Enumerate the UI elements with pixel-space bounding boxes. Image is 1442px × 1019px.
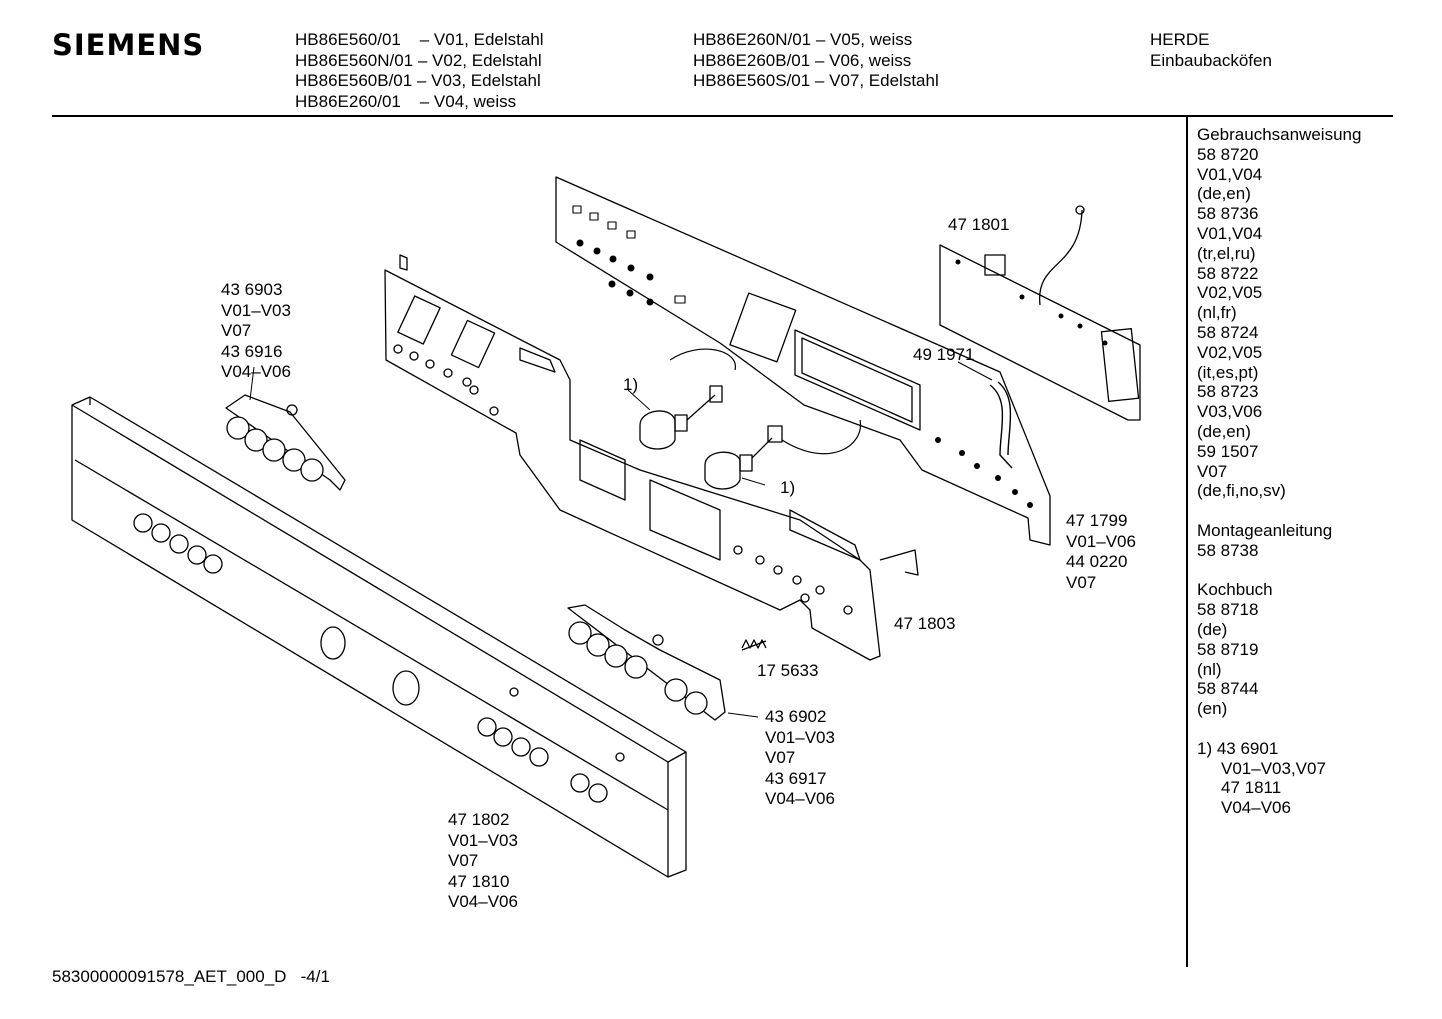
sidebar-divider [1186, 117, 1188, 967]
sidebar-line: V01,V04 [1197, 223, 1263, 243]
part-label-471803: 47 1803 [894, 614, 955, 635]
sidebar-line: Montageanleitung [1197, 520, 1333, 540]
document-footer: 58300000091578_AET_000_D -4/1 [52, 967, 330, 986]
model-list-left: HB86E560/01 – V01, Edelstahl HB86E560N/0… [295, 30, 544, 112]
part-line: V04–V06 [221, 362, 291, 381]
part-line: V04–V06 [448, 892, 518, 911]
part-line: 49 1971 [913, 345, 975, 364]
sidebar-line: V02,V05 [1197, 283, 1263, 303]
part-line: 47 1799 [1066, 511, 1128, 530]
category-line: Einbaubacköfen [1150, 50, 1272, 70]
sidebar-line: V02,V05 [1197, 342, 1263, 362]
part-label-471799: 47 1799 V01–V06 44 0220 V07 [1066, 511, 1136, 593]
part-line: V01–V03 [765, 727, 835, 747]
part-ref-1-upper: 1) [623, 375, 638, 396]
part-line: 43 6903 [221, 280, 283, 299]
part-line: 17 5633 [757, 661, 819, 680]
part-line: 47 1801 [948, 215, 1010, 234]
ribbon-cable [989, 381, 1013, 469]
sidebar-line: 58 8724 [1197, 322, 1259, 342]
part-line: V04–V06 [765, 789, 835, 808]
sidebar-line: 58 8720 [1197, 144, 1259, 164]
header-divider [52, 115, 1393, 117]
part-label-471801: 47 1801 [948, 215, 1009, 236]
knob-block-right [567, 604, 726, 721]
model-line: HB86E560B/01 – V03, Edelstahl [295, 71, 541, 90]
sidebar-line: (tr,el,ru) [1197, 243, 1256, 263]
sidebar-line: 58 8722 [1197, 263, 1259, 283]
documentation-sidebar: Gebrauchsanweisung 58 8720 V01,V04 (de,e… [1197, 125, 1361, 818]
part-line: V01–V03 [221, 300, 291, 320]
part-line: 43 6916 [221, 341, 283, 361]
rotary-switch [639, 385, 723, 450]
metal-frame [384, 254, 919, 661]
sidebar-line: V03,V06 [1197, 402, 1263, 422]
sidebar-line: (de,en) [1197, 421, 1251, 441]
sidebar-line: Kochbuch [1197, 580, 1273, 600]
rotary-switch [704, 425, 783, 490]
model-list-right: HB86E260N/01 – V05, weiss HB86E260B/01 –… [693, 30, 939, 92]
leader-lines [249, 361, 993, 718]
sidebar-line: Gebrauchsanweisung [1197, 125, 1362, 144]
model-line: HB86E560/01 – V01, Edelstahl [295, 30, 544, 49]
footnote-line: V04–V06 [1221, 798, 1291, 818]
part-line: 47 1803 [894, 614, 956, 633]
part-label-175633: 17 5633 [757, 661, 818, 682]
sidebar-line: 58 8718 [1197, 600, 1259, 620]
part-label-491971: 49 1971 [913, 345, 974, 366]
sidebar-line: 58 8744 [1197, 679, 1259, 699]
sidebar-line: V07 [1197, 461, 1228, 481]
part-line: 43 6917 [765, 768, 827, 788]
part-line: V07 [221, 321, 252, 340]
footnote-line: V01–V03,V07 [1221, 758, 1326, 778]
sidebar-line: (nl) [1197, 659, 1222, 679]
switch-wire [669, 348, 862, 455]
model-line: HB86E260B/01 – V06, weiss [693, 50, 912, 70]
knob-block-left [225, 394, 346, 491]
rear-circuit-board [555, 176, 1051, 546]
part-line: 1) [623, 375, 639, 394]
sidebar-line: 59 1507 [1197, 441, 1259, 461]
model-line: HB86E260/01 – V04, weiss [295, 91, 517, 111]
sidebar-line: 58 8736 [1197, 204, 1259, 224]
part-line: V01–V06 [1066, 531, 1136, 551]
control-board [939, 205, 1141, 421]
part-line: 1) [780, 478, 796, 497]
footnote-line: 47 1811 [1221, 778, 1282, 798]
part-line: 44 0220 [1066, 552, 1128, 571]
sidebar-line: 58 8723 [1197, 382, 1259, 402]
sidebar-line: 58 8738 [1197, 540, 1259, 560]
category-block: HERDE Einbaubacköfen [1150, 30, 1272, 71]
sidebar-line: (de,fi,no,sv) [1197, 481, 1286, 501]
front-panel [71, 396, 687, 878]
part-line: V07 [1066, 572, 1097, 592]
part-line: 47 1802 [448, 810, 510, 829]
category-line: HERDE [1150, 30, 1210, 49]
sidebar-line: (it,es,pt) [1197, 362, 1259, 382]
model-line: HB86E560S/01 – V07, Edelstahl [693, 71, 939, 90]
brand-logo: SIEMENS [52, 28, 205, 62]
sidebar-line: 58 8719 [1197, 639, 1259, 659]
part-label-436902: 43 6902 V01–V03 V07 43 6917 V04–V06 [765, 707, 835, 810]
model-line: HB86E260N/01 – V05, weiss [693, 30, 913, 49]
part-line: 47 1810 [448, 871, 510, 891]
sidebar-line: (en) [1197, 699, 1228, 719]
part-label-471802: 47 1802 V01–V03 V07 47 1810 V04–V06 [448, 810, 518, 913]
part-line: V07 [448, 851, 479, 870]
part-line: 43 6902 [765, 707, 827, 726]
sidebar-line: (nl,fr) [1197, 303, 1237, 323]
sidebar-line: (de) [1197, 619, 1228, 639]
part-line: V01–V03 [448, 830, 518, 850]
exploded-view-drawing [71, 176, 1141, 878]
spring [741, 639, 767, 651]
sidebar-line: V01,V04 [1197, 164, 1263, 184]
sidebar-line: (de,en) [1197, 184, 1251, 204]
part-label-436903: 43 6903 V01–V03 V07 43 6916 V04–V06 [221, 280, 291, 383]
footnote-head: 1) 43 6901 [1197, 738, 1279, 758]
part-ref-1-lower: 1) [780, 478, 795, 499]
part-line: V07 [765, 748, 796, 767]
model-line: HB86E560N/01 – V02, Edelstahl [295, 50, 542, 70]
